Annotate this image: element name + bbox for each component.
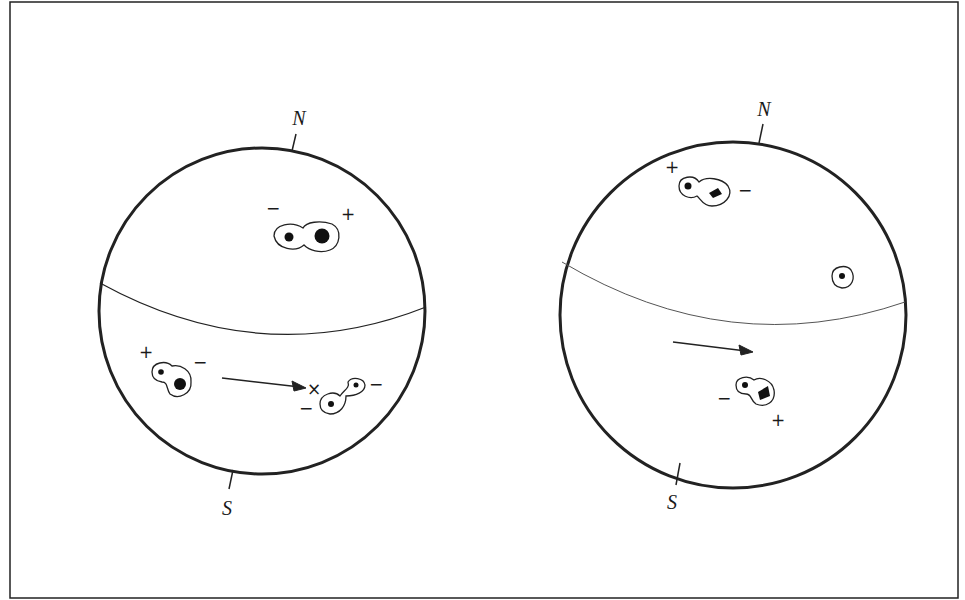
sunspot-umbra xyxy=(174,378,186,390)
sunspot-umbra xyxy=(709,188,722,198)
sunspot-umbra xyxy=(758,386,770,400)
polarity-sign: + xyxy=(139,344,153,361)
sunspot-umbra xyxy=(328,401,334,407)
rotation-arrow xyxy=(222,378,300,387)
sunspot-penumbra xyxy=(274,222,339,252)
arrowhead xyxy=(739,345,753,355)
sunspot-umbra xyxy=(158,369,164,375)
sunspot-umbra xyxy=(685,183,692,190)
polarity-sign: − xyxy=(193,354,207,371)
axis-tick xyxy=(229,470,233,489)
polarity-sign: × xyxy=(307,381,321,398)
sunspot-umbra xyxy=(354,383,359,388)
polarity-sign: + xyxy=(341,206,355,223)
axis-tick xyxy=(676,463,680,485)
frame xyxy=(10,2,958,598)
polarity-sign: − xyxy=(738,182,752,199)
rotation-arrow xyxy=(673,342,746,351)
sunspot-umbra xyxy=(839,273,845,279)
sunspot-penumbra xyxy=(152,363,191,397)
polarity-sign: − xyxy=(717,390,731,407)
equator xyxy=(100,283,426,334)
pole-label: S xyxy=(667,492,677,512)
sunspot-penumbra xyxy=(736,377,774,405)
sunspot-penumbra xyxy=(320,378,365,414)
sun-right xyxy=(560,124,906,488)
polarity-sign: + xyxy=(771,412,785,429)
sunspot-penumbra xyxy=(679,177,730,206)
arrowhead xyxy=(292,381,306,391)
sun-left xyxy=(99,134,426,489)
pole-label: N xyxy=(757,99,770,119)
pole-label: N xyxy=(292,108,305,128)
axis-tick xyxy=(292,134,296,151)
sunspot-penumbra xyxy=(832,267,853,288)
sun-disk xyxy=(560,142,906,488)
sun-disk xyxy=(99,148,425,474)
pole-label: S xyxy=(222,498,232,518)
equator xyxy=(562,262,905,325)
sunspot-umbra xyxy=(742,382,748,388)
axis-tick xyxy=(759,124,763,143)
polarity-sign: − xyxy=(299,400,313,417)
polarity-sign: + xyxy=(665,159,679,176)
polarity-sign: − xyxy=(369,376,383,393)
polarity-sign: − xyxy=(266,200,280,217)
sunspot-umbra xyxy=(315,229,330,244)
sunspot-umbra xyxy=(285,233,294,242)
